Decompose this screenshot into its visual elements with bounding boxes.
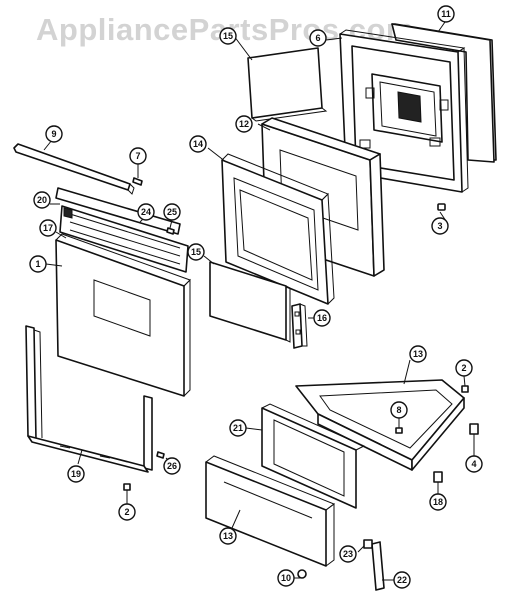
callout-1: 1 [29, 255, 47, 273]
callout-13: 14 [189, 135, 207, 153]
frame-bottom-screw-part [123, 483, 131, 496]
svg-text:2: 2 [124, 507, 129, 517]
trim-screw-part [132, 170, 143, 186]
svg-text:1: 1 [35, 259, 40, 269]
callout-22: 22 [393, 571, 411, 589]
callout-9: 10 [277, 569, 295, 587]
callout-24: 24 [137, 203, 155, 221]
door-glass-upper-part [247, 47, 328, 122]
hinge-bracket-part [291, 303, 308, 349]
vent-panel-part [55, 187, 189, 273]
svg-text:21: 21 [233, 423, 243, 433]
svg-text:8: 8 [396, 405, 401, 415]
callout-20: 20 [33, 191, 51, 209]
drawer-glide-part [469, 423, 479, 435]
callout-26: 26 [163, 457, 181, 475]
svg-text:15: 15 [191, 247, 201, 257]
callout-8: 11 [437, 5, 455, 23]
vent-screw-part [166, 227, 175, 235]
callout-21: 21 [229, 419, 247, 437]
door-gasket-part [391, 23, 497, 163]
door-glass-lower-part [209, 261, 291, 343]
svg-text:20: 20 [37, 195, 47, 205]
svg-text:13: 13 [413, 349, 423, 359]
door-frame-part [221, 153, 335, 305]
callout-18: 18 [429, 493, 447, 511]
svg-text:19: 19 [71, 469, 81, 479]
drawer-frame-part [25, 325, 153, 473]
callout-19: 19 [67, 465, 85, 483]
door-trim-strip-part [13, 143, 135, 195]
svg-text:12: 12 [239, 119, 249, 129]
svg-text:9: 9 [51, 129, 56, 139]
svg-text:15: 15 [223, 31, 233, 41]
svg-text:7: 7 [135, 151, 140, 161]
callout-6: 8 [390, 401, 408, 419]
callout-11: 12 [235, 115, 253, 133]
drawer-front-panel-part [205, 455, 336, 567]
svg-text:11: 11 [441, 9, 451, 19]
drawer-right-screw-part [461, 385, 469, 393]
callout-2-right: 2 [455, 359, 473, 377]
storage-drawer-part [295, 379, 465, 471]
callout-2-left: 2 [118, 503, 136, 521]
callout-5: 7 [129, 147, 147, 165]
callout-3: 3 [431, 217, 449, 235]
svg-text:4: 4 [471, 459, 476, 469]
svg-text:14: 14 [193, 139, 203, 149]
svg-text:17: 17 [43, 223, 53, 233]
svg-text:2: 2 [461, 363, 466, 373]
callout-4: 4 [465, 455, 483, 473]
drawer-bracket-part [261, 403, 366, 509]
callout-17: 17 [39, 219, 57, 237]
callout-15-lower: 15 [187, 243, 205, 261]
svg-text:3: 3 [437, 221, 442, 231]
callout-12: 13 [219, 527, 237, 545]
callout-25: 25 [163, 203, 181, 221]
svg-text:26: 26 [167, 461, 177, 471]
callout-16: 16 [313, 309, 331, 327]
door-screw-part [437, 203, 446, 211]
outer-door-part [55, 233, 191, 397]
svg-text:23: 23 [343, 549, 353, 559]
drawer-clip-part [433, 471, 443, 483]
callout-23: 23 [339, 545, 357, 563]
svg-text:24: 24 [141, 207, 151, 217]
svg-text:6: 6 [315, 33, 320, 43]
drawer-screw-part [395, 427, 403, 434]
svg-text:16: 16 [317, 313, 327, 323]
svg-text:25: 25 [167, 207, 177, 217]
leader-lines [43, 21, 475, 581]
callout-14: 13 [409, 345, 427, 363]
svg-text:22: 22 [397, 575, 407, 585]
callout-15-upper: 15 [219, 27, 237, 45]
frame-screw-part [156, 451, 165, 459]
svg-text:18: 18 [433, 497, 443, 507]
inner-door-frame-part [339, 29, 469, 193]
callout-7: 9 [45, 125, 63, 143]
panel-screw-part [297, 569, 307, 579]
drawer-trim-part [371, 541, 385, 591]
callout-10: 6 [309, 29, 327, 47]
svg-text:10: 10 [281, 573, 291, 583]
svg-text:13: 13 [223, 531, 233, 541]
trim-clip-part [363, 539, 373, 549]
